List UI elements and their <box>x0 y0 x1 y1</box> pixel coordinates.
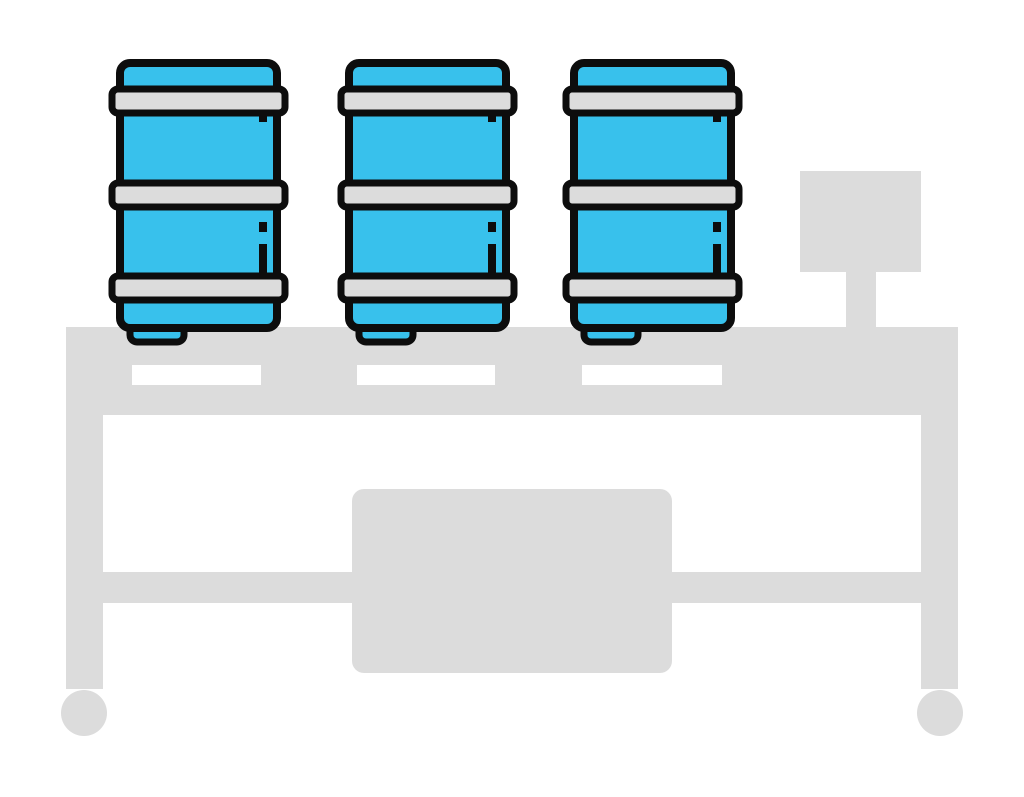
barrel-icon <box>108 59 289 346</box>
wheel-icon <box>917 690 963 736</box>
cart-leg-left <box>66 327 103 689</box>
barrel-band <box>562 179 743 211</box>
barrel-group <box>108 59 743 346</box>
monitor-stand <box>846 266 876 330</box>
wheel-icon <box>61 690 107 736</box>
barrel-shine-mark <box>713 244 721 276</box>
cart-block-right <box>722 327 958 415</box>
barrel-shine-mark <box>259 112 267 122</box>
barrel-band <box>337 179 518 211</box>
barrel-shine-mark <box>259 244 267 276</box>
barrel-shine-mark <box>488 222 496 232</box>
monitor-icon <box>800 171 921 272</box>
barrel-shine-mark <box>488 112 496 122</box>
barrel-band <box>108 179 289 211</box>
cart-block-2 <box>261 327 357 415</box>
cart-center-cabinet <box>352 489 672 673</box>
cart-block-3 <box>495 327 582 415</box>
cart-icon <box>61 171 963 736</box>
barrel-band <box>108 85 289 117</box>
barrel-shine-mark <box>713 222 721 232</box>
barrel-icon <box>562 59 743 346</box>
barrel-shine-mark <box>488 244 496 276</box>
barrel-shine-mark <box>713 112 721 122</box>
cart-leg-right <box>921 327 958 689</box>
barrel-band <box>108 272 289 304</box>
barrel-band <box>337 85 518 117</box>
barrel-band <box>562 272 743 304</box>
barrel-icon <box>337 59 518 346</box>
barrel-shine-mark <box>259 222 267 232</box>
barrel-band <box>562 85 743 117</box>
barrel-band <box>337 272 518 304</box>
